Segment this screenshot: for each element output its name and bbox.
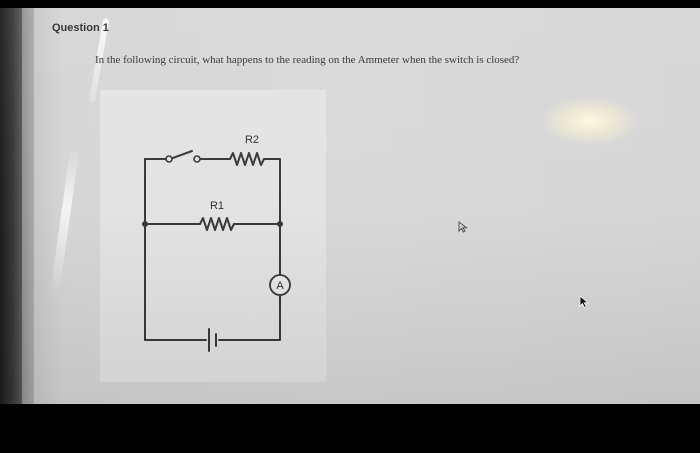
resistor-r1-label: R1 [210, 200, 224, 212]
resistor-r1 [199, 217, 235, 231]
junction-right [277, 221, 283, 227]
ammeter-label: A [276, 280, 284, 292]
wire-top-right [263, 158, 281, 277]
switch-contact-left [165, 155, 173, 163]
question-text: In the following circuit, what happens t… [95, 54, 520, 66]
switch-lever [169, 150, 193, 160]
resistor-r2-label: R2 [245, 134, 259, 146]
arrow-cursor-outline-icon [458, 220, 468, 238]
light-reflection [540, 96, 640, 146]
resistor-r2 [229, 152, 265, 166]
junction-left [142, 221, 148, 227]
wire-bottom-right [218, 293, 281, 341]
circuit-diagram: A R2 R1 [100, 90, 326, 382]
question-number: Question 1 [52, 22, 109, 34]
arrow-cursor-icon [579, 295, 591, 314]
circuit-svg: A R2 R1 [142, 134, 291, 352]
screen-photo: Question 1 In the following circuit, wha… [0, 8, 700, 404]
switch-contact-right [193, 155, 201, 163]
monitor-bezel [0, 8, 22, 404]
ammeter-symbol [269, 274, 291, 296]
